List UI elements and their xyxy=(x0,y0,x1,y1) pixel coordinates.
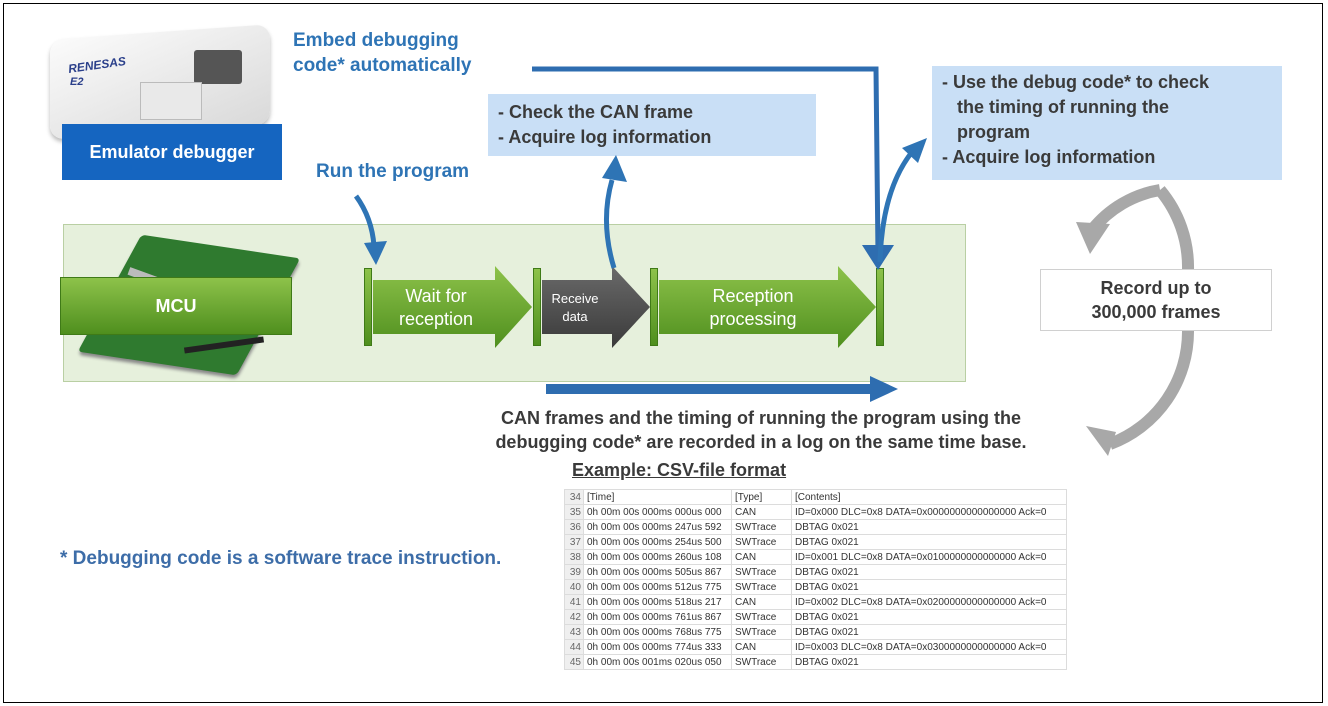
csv-cell-type: CAN xyxy=(731,639,792,655)
csv-cell-type: SWTrace xyxy=(731,534,792,550)
can-check-callout: - Check the CAN frame - Acquire log info… xyxy=(488,94,816,156)
flow-connector-arrows xyxy=(353,66,927,402)
record-capacity-box: Record up to 300,000 frames xyxy=(1040,269,1272,331)
emulator-debugger-label: Emulator debugger xyxy=(62,124,282,180)
csv-cell-contents: DBTAG 0x021 xyxy=(791,609,1067,625)
csv-cell-contents: ID=0x000 DLC=0x8 DATA=0x0000000000000000… xyxy=(791,504,1067,520)
debug-timing-callout: - Use the debug code* to check the timin… xyxy=(932,66,1282,180)
csv-row-number: 37 xyxy=(564,534,584,550)
csv-cell-contents: ID=0x001 DLC=0x8 DATA=0x0100000000000000… xyxy=(791,549,1067,565)
csv-row-number: 42 xyxy=(564,609,584,625)
csv-header-row: 34 [Time] [Type] [Contents] xyxy=(564,489,1067,505)
csv-header-contents: [Contents] xyxy=(791,489,1067,505)
csv-cell-type: SWTrace xyxy=(731,609,792,625)
csv-cell-contents: DBTAG 0x021 xyxy=(791,579,1067,595)
csv-cell-time: 0h 00m 00s 001ms 020us 050 xyxy=(583,654,732,670)
embed-debug-code-text: Embed debugging code* automatically xyxy=(293,30,472,76)
csv-cell-type: SWTrace xyxy=(731,519,792,535)
csv-cell-contents: DBTAG 0x021 xyxy=(791,624,1067,640)
csv-cell-type: CAN xyxy=(731,504,792,520)
csv-cell-time: 0h 00m 00s 000ms 768us 775 xyxy=(583,624,732,640)
record-capacity-text: Record up to 300,000 frames xyxy=(1091,278,1221,322)
mcu-label-text: MCU xyxy=(155,295,197,316)
csv-cell-time: 0h 00m 00s 000ms 247us 592 xyxy=(583,519,732,535)
receive-data-label: Receive data xyxy=(551,291,599,324)
csv-cell-type: CAN xyxy=(731,549,792,565)
log-description-line: CAN frames and the timing of running the… xyxy=(500,408,1021,428)
csv-row-number: 36 xyxy=(564,519,584,535)
step-marker xyxy=(876,268,884,346)
debug-callout-line: program xyxy=(957,122,1031,142)
csv-row-number: 43 xyxy=(564,624,584,640)
debug-callout-line: - Use the debug code* to check xyxy=(942,72,1210,92)
csv-row-number: 40 xyxy=(564,579,584,595)
csv-cell-contents: DBTAG 0x021 xyxy=(791,654,1067,670)
csv-cell-time: 0h 00m 00s 000ms 761us 867 xyxy=(583,609,732,625)
csv-cell-type: SWTrace xyxy=(731,564,792,580)
csv-cell-contents: ID=0x003 DLC=0x8 DATA=0x0300000000000000… xyxy=(791,639,1067,655)
csv-cell-contents: ID=0x002 DLC=0x8 DATA=0x0200000000000000… xyxy=(791,594,1067,610)
csv-cell-time: 0h 00m 00s 000ms 505us 867 xyxy=(583,564,732,580)
csv-row-number: 45 xyxy=(564,654,584,670)
can-callout-line: - Acquire log information xyxy=(498,127,712,147)
run-program-label: Run the program xyxy=(316,161,470,182)
wait-for-reception-label: Wait for reception xyxy=(398,286,474,329)
step-marker xyxy=(533,268,541,346)
footnote: * Debugging code is a software trace ins… xyxy=(60,548,502,569)
wait-arrow-shape xyxy=(373,266,532,348)
diagram-frame xyxy=(3,3,1323,703)
csv-cell-type: SWTrace xyxy=(731,579,792,595)
csv-cell-type: CAN xyxy=(731,594,792,610)
csv-cell-time: 0h 00m 00s 000ms 000us 000 xyxy=(583,504,732,520)
csv-row-number: 35 xyxy=(564,504,584,520)
csv-cell-contents: DBTAG 0x021 xyxy=(791,564,1067,580)
csv-cell-type: SWTrace xyxy=(731,624,792,640)
csv-row-number: 44 xyxy=(564,639,584,655)
csv-cell-time: 0h 00m 00s 000ms 254us 500 xyxy=(583,534,732,550)
log-description: CAN frames and the timing of running the… xyxy=(418,406,1104,454)
csv-row-number: 39 xyxy=(564,564,584,580)
csv-header-time: [Time] xyxy=(583,489,732,505)
emulator-device-image: RENESAS E2 xyxy=(44,24,274,140)
csv-row-number: 38 xyxy=(564,549,584,565)
mcu-label: MCU xyxy=(60,277,292,335)
record-cycle-arrows xyxy=(1076,184,1195,456)
csv-cell-time: 0h 00m 00s 000ms 512us 775 xyxy=(583,579,732,595)
csv-row-number: 34 xyxy=(564,489,584,505)
csv-row-number: 41 xyxy=(564,594,584,610)
csv-cell-time: 0h 00m 00s 000ms 518us 217 xyxy=(583,594,732,610)
csv-cell-time: 0h 00m 00s 000ms 260us 108 xyxy=(583,549,732,565)
csv-cell-type: SWTrace xyxy=(731,654,792,670)
device-model-text: E2 xyxy=(70,76,84,88)
log-description-line: debugging code* are recorded in a log on… xyxy=(495,432,1027,452)
embed-debug-code-label: Embed debugging code* automatically xyxy=(293,28,508,78)
csv-header-type: [Type] xyxy=(731,489,792,505)
processing-arrow-shape xyxy=(659,266,876,348)
csv-cell-contents: DBTAG 0x021 xyxy=(791,519,1067,535)
step-marker xyxy=(650,268,658,346)
can-callout-line: - Check the CAN frame xyxy=(498,102,694,122)
example-title: Example: CSV-file format xyxy=(572,460,787,480)
debug-callout-line: - Acquire log information xyxy=(942,147,1156,167)
receive-arrow-shape xyxy=(542,266,650,348)
step-marker xyxy=(364,268,372,346)
csv-cell-time: 0h 00m 00s 000ms 774us 333 xyxy=(583,639,732,655)
debug-callout-line: the timing of running the xyxy=(957,97,1169,117)
reception-processing-label: Reception processing xyxy=(709,286,797,329)
csv-cell-contents: DBTAG 0x021 xyxy=(791,534,1067,550)
